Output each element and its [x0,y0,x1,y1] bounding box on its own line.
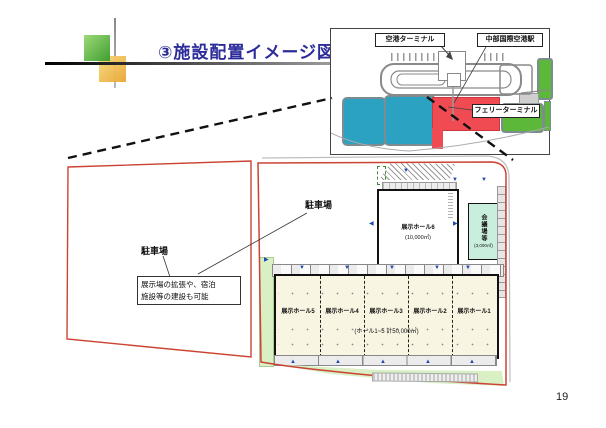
reclaimed-land-block-1 [342,97,386,146]
exhibition-halls-block: 展示ホール5 展示ホール4 展示ホール3 展示ホール2 展示ホール1 (ホール1… [274,274,499,359]
conference-hall-block: 会議場等 (3,000㎡) [468,203,499,260]
terminal-building [438,51,466,81]
conference-name: 会議場等 [480,214,486,242]
arrow-up-icon: ▲ [290,359,296,365]
page-title: ③施設配置イメージ図 [158,43,336,62]
terminal-gates-right [484,53,506,61]
hall-divider [364,276,365,357]
logo-green-square [84,35,110,61]
arrow-down-icon: ▼ [481,177,487,183]
dashed-connector-left [67,96,333,160]
hall-divider [320,276,321,357]
parking-label-left: 駐車場 [141,246,169,256]
hall6-area: (10,000㎡) [405,234,431,241]
hall-3-label: 展示ホール3 [369,309,403,315]
title-underline [45,62,330,65]
terminal-gates-left [391,53,435,61]
airport-terminal-label: 空港ターミナル [375,33,445,47]
green-area-3 [544,101,551,131]
ferry-terminal-label: フェリーターミナル [472,104,540,118]
green-area-1 [537,58,553,100]
arrow-up-icon: ▲ [425,359,431,365]
parking-pointer-line [162,255,171,278]
station-label: 中部国際空港駅 [477,33,543,47]
arrow-right-icon: ▶ [264,257,269,263]
arrow-down-icon: ▼ [299,265,305,271]
exhibition-hall-6: 展示ホール6 (10,000㎡) [377,189,459,273]
inset-pointer-lines [440,45,487,111]
arrow-up-icon: ▲ [335,359,341,365]
hall-divider [408,276,409,357]
note-line-2: 施設等の建設も可能 [141,291,209,301]
arrow-down-icon: ▼ [389,265,395,271]
hatched-area [379,163,455,180]
hall-2-label: 展示ホール2 [413,309,447,315]
hall-4-label: 展示ホール4 [325,309,359,315]
page-number: 19 [556,391,569,403]
hall-5-label: 展示ホール5 [281,309,315,315]
halls-total-area: (ホール1~5 計50,000㎡) [354,329,419,335]
small-vertical-caption [448,192,453,218]
arrow-down-icon: ▼ [434,265,440,271]
arrow-down-icon: ▼ [403,168,409,174]
logo-vertical-line [114,18,116,88]
hall-divider [452,276,453,357]
expansion-note-box: 展示場の拡張や、宿泊 施設等の建設も可能 [137,276,241,306]
note-line-1: 展示場の拡張や、宿泊 [141,280,216,289]
arrow-right-icon: ▶ [453,221,458,227]
arrow-down-icon: ▼ [465,265,471,271]
station-building [447,73,461,87]
arrow-up-icon: ▲ [469,359,475,365]
arrow-down-icon: ▼ [344,265,350,271]
parking-label-main: 駐車場 [305,200,333,210]
bottom-hatched-bar [371,372,479,383]
hall-1-label: 展示ホール1 [457,309,491,315]
arrow-up-icon: ▲ [380,359,386,365]
left-parcel-boundary [66,160,252,358]
arrow-down-icon: ▼ [452,177,458,183]
conference-area: (3,000㎡) [474,243,493,248]
arrow-left-icon: ◀ [369,221,374,227]
inset-location-map: 空港ターミナル 中部国際空港駅 フェリーターミナル [330,28,553,155]
column-dots-top [278,282,495,302]
hall6-name: 展示ホール6 [401,224,435,231]
